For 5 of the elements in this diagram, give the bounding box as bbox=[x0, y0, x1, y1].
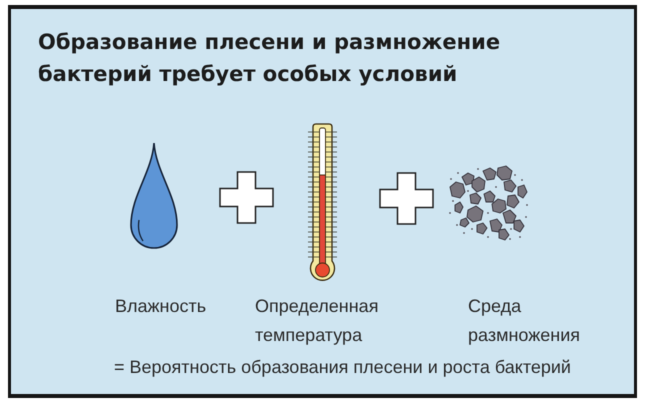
condition-label: Определенная температура bbox=[255, 295, 380, 347]
title: Образование плесени и размножение бактерий требует особых условий bbox=[38, 29, 502, 88]
condition-label: Среда размножения bbox=[468, 295, 581, 347]
result-text: = Вероятность образования плесени и роста бактерий bbox=[114, 356, 572, 379]
condition-label: Влажность bbox=[115, 295, 208, 318]
